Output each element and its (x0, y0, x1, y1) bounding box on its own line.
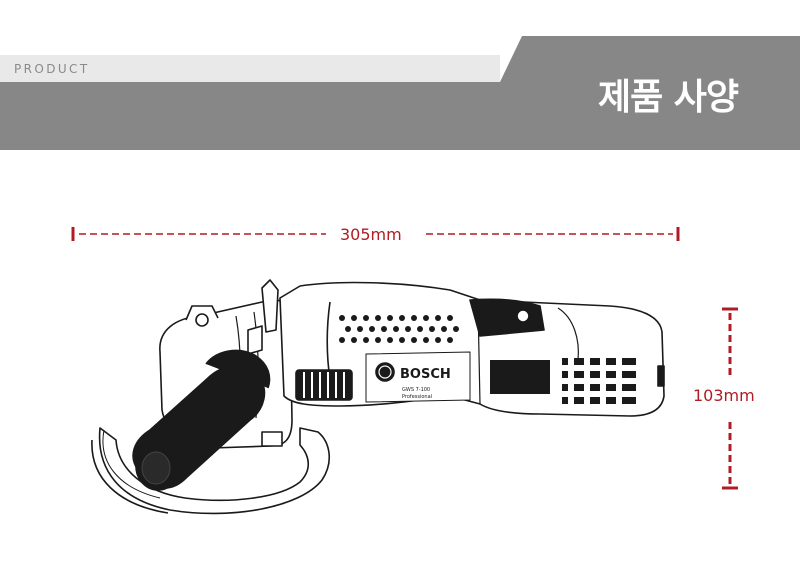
product-line: Professional (402, 394, 432, 400)
banner-light-strip (0, 55, 500, 82)
angle-grinder-illustration: BOSCH GWS 7-100 Professional (91, 279, 665, 515)
switch-slider (295, 369, 353, 401)
vent-slots (490, 358, 636, 404)
header-banner (0, 36, 800, 150)
side-handle (132, 349, 271, 491)
grip-texture (339, 315, 459, 343)
section-label: PRODUCT (14, 62, 90, 76)
length-dimension-line (71, 227, 680, 241)
brand-plate: BOSCH GWS 7-100 Professional (365, 351, 471, 403)
page-title: 제품 사양 (597, 77, 739, 118)
height-dimension-label: 103mm (693, 386, 755, 405)
banner-dark-band (0, 36, 800, 150)
brand-name: BOSCH (400, 367, 451, 382)
disc-guard (91, 427, 330, 515)
length-dimension-label: 305mm (334, 225, 408, 244)
height-dimension-line (722, 307, 738, 490)
motor-body (279, 281, 665, 417)
model-name: GWS 7-100 (402, 387, 430, 393)
